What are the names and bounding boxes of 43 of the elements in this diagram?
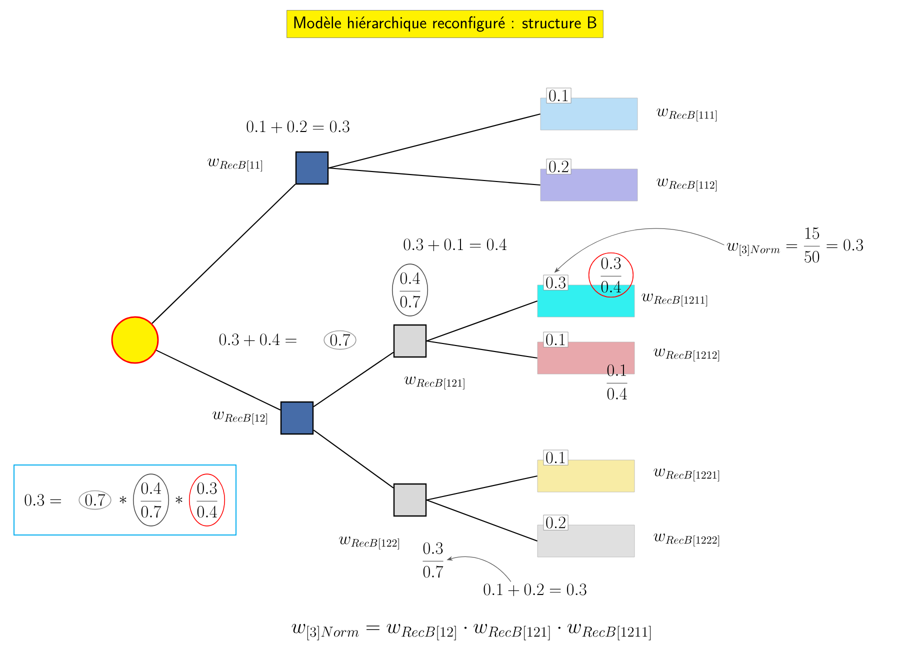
circled-value: $0.7$ — [324, 330, 356, 350]
tree-branch — [328, 113, 540, 169]
weight-label: $w_{RecB[121]}$ — [404, 376, 464, 390]
tree-branch — [426, 300, 538, 342]
circled-value: $\frac{0.3}{0.4}$ — [188, 474, 226, 526]
formula-label: $0.1 + 0.2 = 0.3$ — [246, 120, 350, 134]
tree-branch — [426, 475, 538, 501]
title-banner: Modèle hiérarchique reconfiguré : structure B — [286, 10, 604, 38]
formula-label: $w_{[3]Norm} = w_{RecB[12]} \cdot w_{RecB[121]} \cdot w_{RecB[1211]}$ — [292, 624, 651, 640]
circled-value: $0.7$ — [78, 490, 112, 510]
circled-value: $\frac{0.3}{0.4}$ — [588, 252, 634, 298]
tree-branch — [328, 167, 540, 186]
tree-branch — [426, 340, 538, 359]
weight-label: $w_{RecB[112]}$ — [656, 178, 717, 192]
branch-square — [393, 324, 427, 358]
weight-label: $w_{RecB[1221]}$ — [654, 468, 720, 482]
weight-label: $w_{RecB[1212]}$ — [654, 348, 720, 362]
formula: $\frac{0.3}{0.7}$ — [422, 542, 444, 578]
formula: $w_{[3]Norm} = \frac{15}{50} = 0.3$ — [726, 227, 864, 263]
leaf-bar: $0.2$ — [540, 158, 638, 202]
leaf-bar: $0.1$ — [540, 88, 638, 130]
formula: $0.1 + 0.2 = 0.3$ — [484, 584, 586, 596]
circled-value: $\frac{0.4}{0.7}$ — [392, 264, 428, 316]
tree-branch — [426, 500, 538, 542]
weight-label: $w_{RecB[1211]}$ — [642, 293, 708, 306]
tree-branch — [313, 430, 394, 488]
circled-value: $\frac{0.4}{0.7}$ — [132, 474, 170, 526]
weight-label: $w_{RecB[11]}$ — [208, 158, 262, 172]
tree-branch — [313, 352, 394, 408]
root-circle — [111, 316, 159, 364]
branch-square — [295, 151, 329, 185]
branch-square — [280, 401, 314, 435]
weight-label: $w_{RecB[12]}$ — [212, 411, 267, 424]
leaf-bar: $0.2$ — [537, 514, 635, 558]
tree-branch — [156, 350, 281, 411]
branch-square — [393, 483, 427, 517]
leaf-bar: $0.1$ — [537, 450, 635, 492]
tree-branch — [152, 184, 296, 324]
formula-label: $0.3 + 0.4 =$ — [219, 333, 296, 346]
formula-label: $0.3 + 0.1 = 0.4$ — [404, 238, 507, 252]
weight-label: $w_{RecB[1222]}$ — [654, 533, 720, 546]
weight-label: $w_{RecB[111]}$ — [656, 108, 717, 122]
weight-label: $w_{RecB[122]}$ — [339, 536, 399, 550]
